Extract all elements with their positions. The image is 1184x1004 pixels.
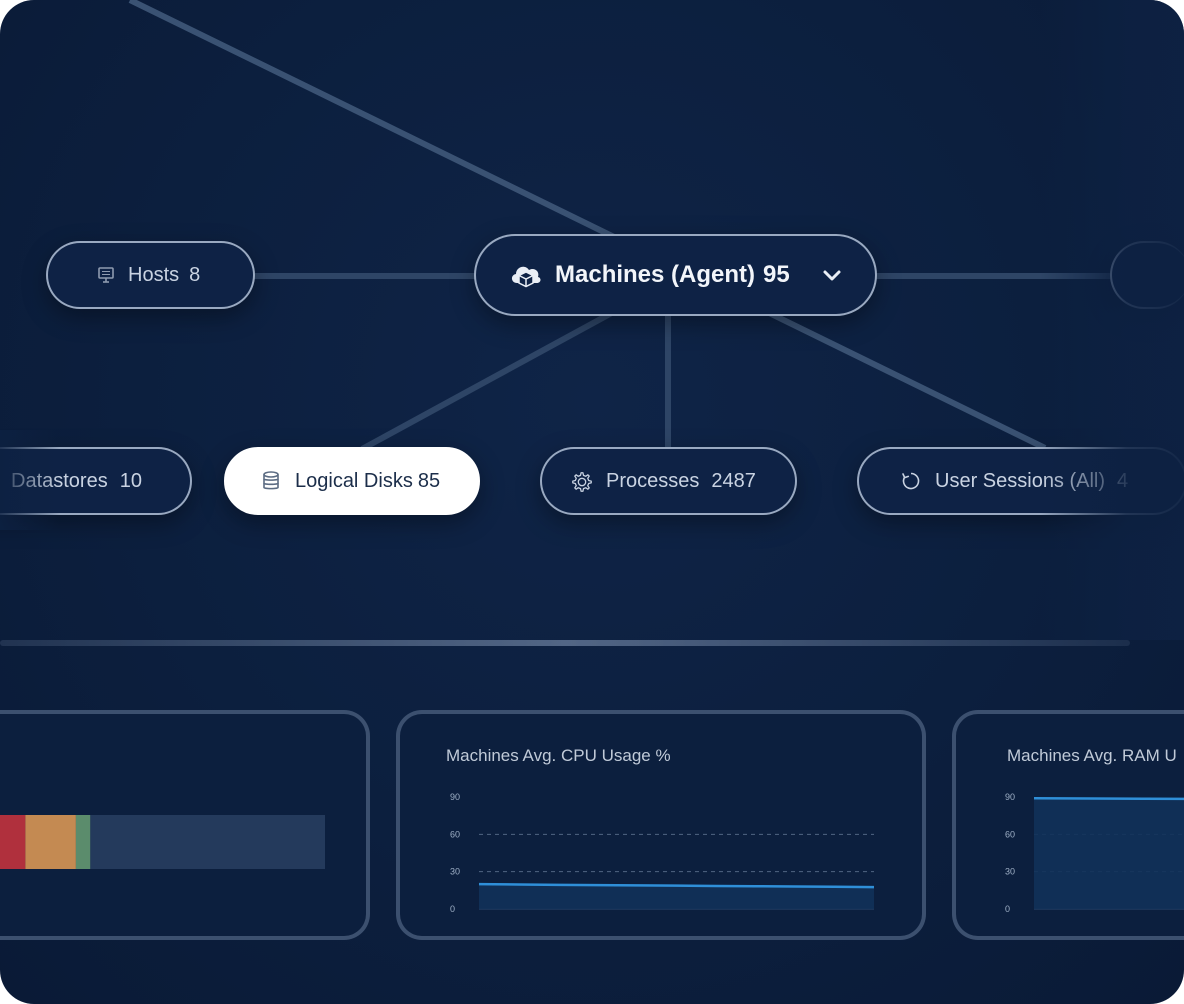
ram-chart-ytick-60: 60 — [1005, 829, 1015, 839]
card-ram-usage: Machines Avg. RAM U 90 60 30 0 — [952, 710, 1184, 940]
connector-machines-disks — [360, 300, 632, 452]
node-user-sessions-label: User Sessions (All) — [935, 469, 1106, 492]
connector-diagonal — [128, 0, 1047, 451]
cpu-chart-ytick-0: 0 — [450, 904, 455, 914]
node-processes-label: Processes — [606, 469, 700, 492]
stacked-bar-segment-1 — [25, 815, 76, 869]
node-datastores-label: Datastores — [11, 469, 108, 492]
node-offscreen[interactable] — [1110, 241, 1184, 309]
cloud-box-icon — [509, 261, 543, 289]
cpu-chart-ytick-90: 90 — [450, 792, 460, 802]
database-icon — [259, 469, 283, 493]
stacked-bar-segment-0 — [0, 815, 26, 869]
stacked-bar-segment-2 — [75, 815, 91, 869]
node-user-sessions[interactable]: User Sessions (All) 4 — [857, 447, 1184, 515]
node-machines-label: Machines (Agent) — [555, 261, 756, 288]
card-cpu-usage: Machines Avg. CPU Usage % 90 60 30 0 — [396, 710, 926, 940]
refresh-icon — [899, 469, 923, 493]
cpu-chart-ytick-30: 30 — [450, 867, 460, 877]
node-logical-disks-count: 85 — [417, 469, 441, 492]
node-machines-count: 95 — [763, 261, 790, 288]
ram-chart-ytick-30: 30 — [1005, 867, 1015, 877]
ram-chart-title: Machines Avg. RAM U — [1007, 746, 1177, 765]
ram-area-chart: 90 60 30 0 — [1005, 792, 1184, 914]
node-user-sessions-count: 4 — [1117, 469, 1129, 492]
ram-chart-ytick-90: 90 — [1005, 792, 1015, 802]
cpu-chart-area — [479, 884, 874, 909]
cpu-chart-line — [478, 882, 875, 889]
node-logical-disks-label: Logical Disks — [295, 469, 413, 492]
ram-chart-area — [1034, 798, 1184, 909]
chevron-down-icon[interactable] — [820, 263, 844, 287]
ram-chart-line — [1033, 796, 1184, 801]
section-divider — [0, 640, 1130, 646]
node-processes[interactable]: Processes 2487 — [540, 447, 797, 515]
node-logical-disks[interactable]: Logical Disks 85 — [224, 447, 480, 515]
node-machines[interactable]: Machines (Agent) 95 — [474, 234, 877, 316]
cpu-chart-title: Machines Avg. CPU Usage % — [446, 746, 671, 765]
node-hosts[interactable]: Hosts 8 — [46, 241, 255, 309]
node-datastores[interactable]: Datastores 10 — [0, 447, 192, 515]
stacked-bar-chart — [0, 815, 325, 869]
monitor-icon — [94, 263, 118, 287]
node-processes-count: 2487 — [711, 469, 756, 492]
ram-chart-ytick-0: 0 — [1005, 904, 1010, 914]
card-stacked-bar — [0, 710, 370, 940]
gear-icon — [570, 469, 594, 493]
node-datastores-count: 10 — [119, 469, 142, 492]
cpu-chart-ytick-60: 60 — [450, 829, 460, 839]
cpu-area-chart: 90 60 30 0 — [450, 792, 875, 914]
node-hosts-label: Hosts — [128, 263, 180, 286]
node-hosts-count: 8 — [189, 263, 201, 286]
stacked-bar-segment-3 — [90, 815, 325, 869]
